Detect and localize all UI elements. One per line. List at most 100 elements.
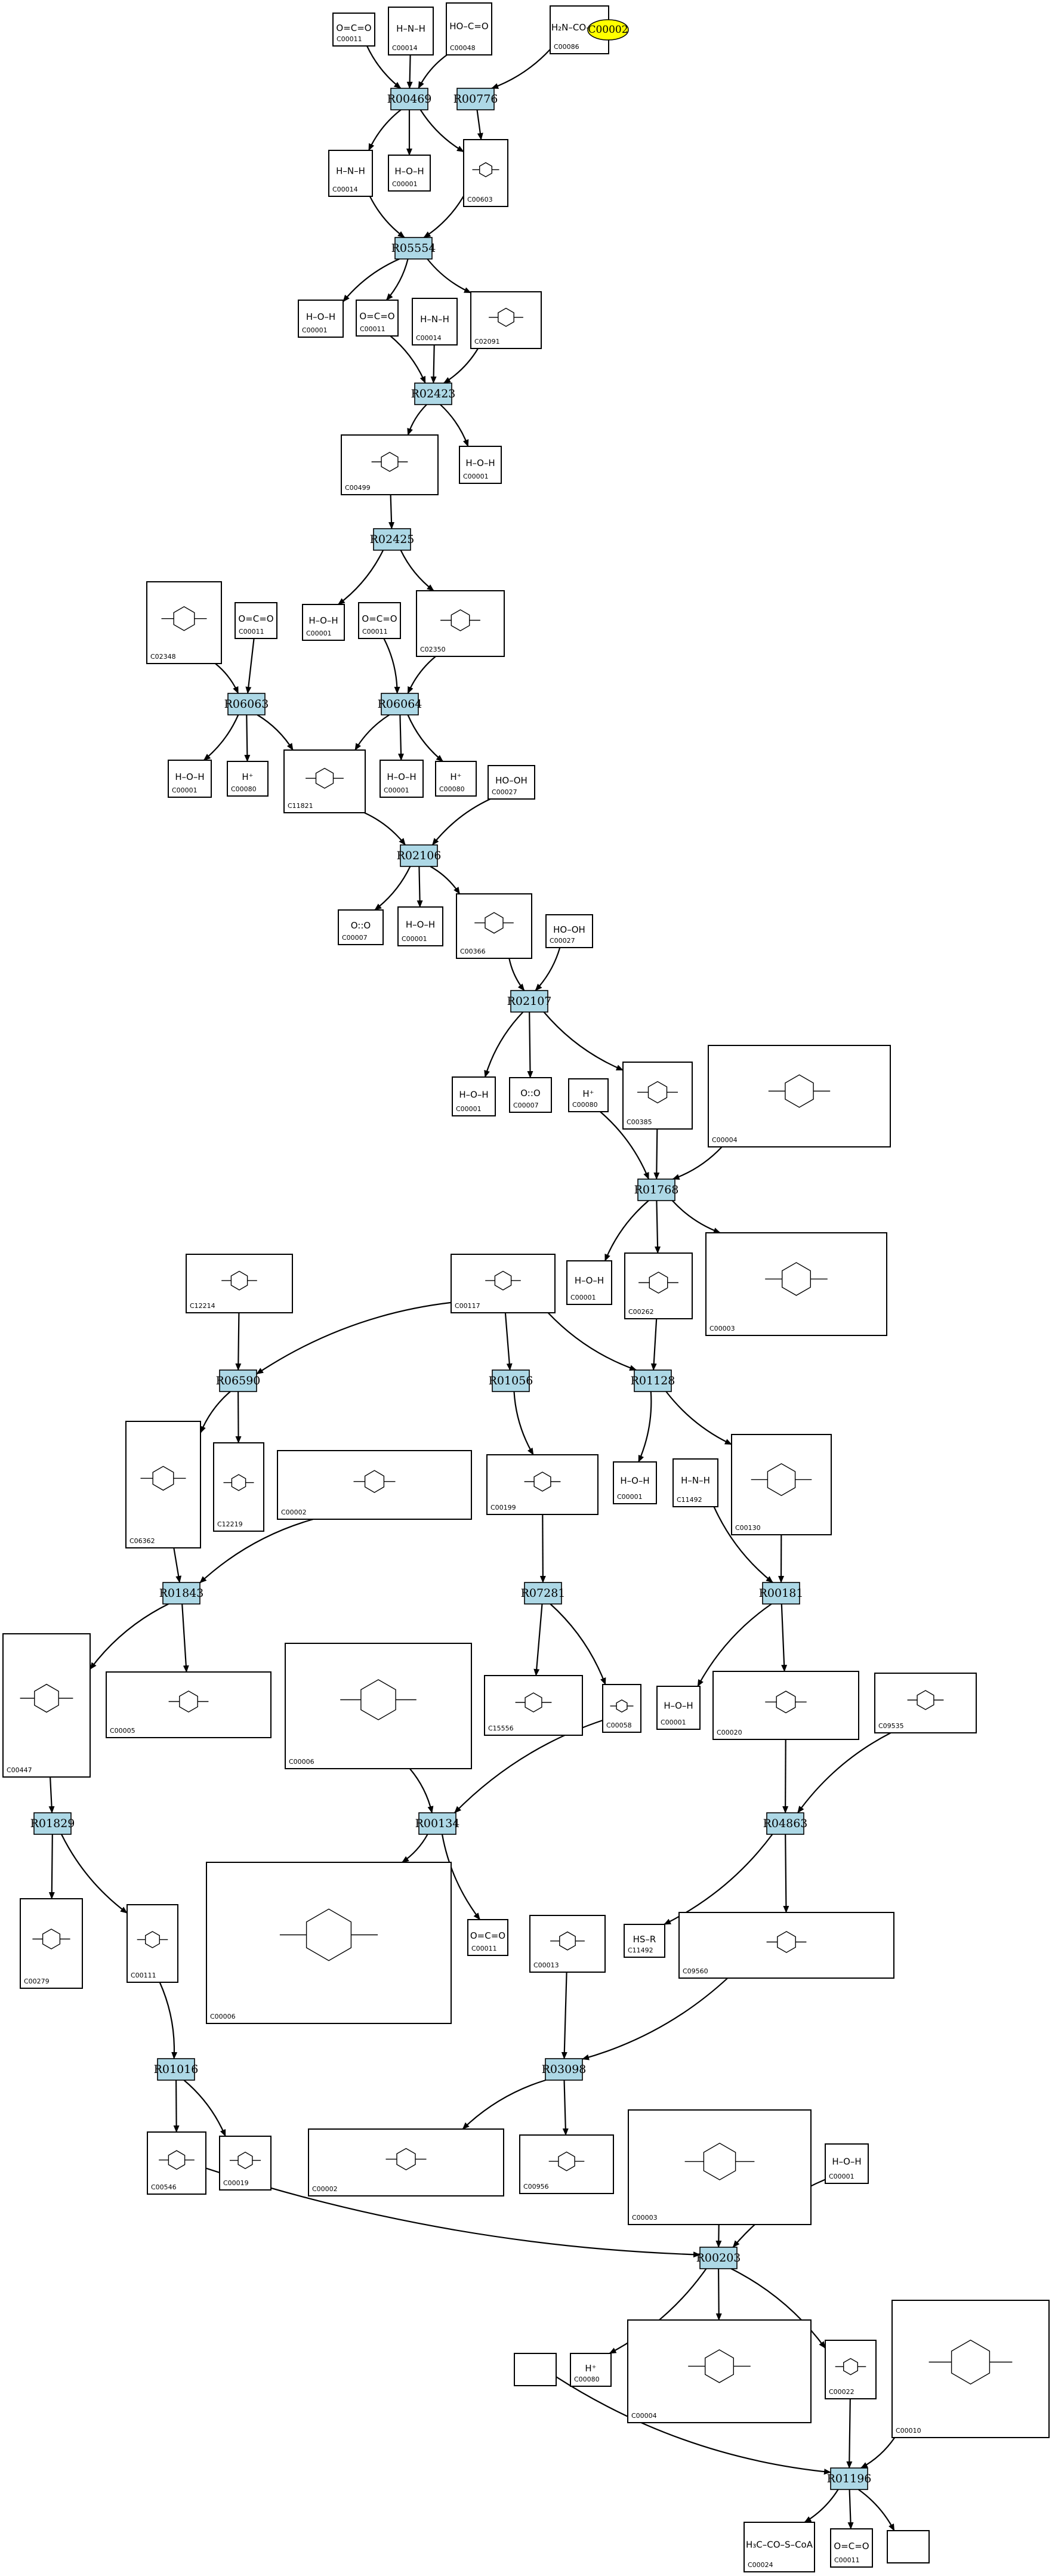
compound-node[interactable]: C00003 (628, 2109, 812, 2225)
reaction-node[interactable]: R01016 (154, 2058, 199, 2081)
reaction-node[interactable]: R00776 (453, 88, 498, 110)
compound-node[interactable]: C00199 (486, 1454, 599, 1515)
compound-node[interactable]: C06362 (125, 1421, 201, 1548)
reaction-node[interactable]: R00134 (415, 1812, 460, 1835)
reaction-node[interactable]: R06063 (224, 693, 269, 715)
compound-node[interactable]: C00117 (451, 1254, 556, 1313)
compound-node[interactable]: C00002 (277, 1450, 472, 1520)
compound-node[interactable]: C15556 (484, 1675, 583, 1736)
highlight-node[interactable]: C00002 (587, 19, 629, 41)
reaction-node[interactable]: R06064 (378, 693, 422, 715)
reaction-node[interactable]: R01196 (827, 2467, 872, 2490)
compound-node[interactable]: C00006 (285, 1643, 472, 1769)
reaction-node[interactable]: R07281 (521, 1582, 566, 1605)
compound-node[interactable]: C00002 (308, 2128, 504, 2196)
compound-node[interactable]: C00366 (456, 893, 532, 959)
compound-node[interactable]: H⁺C00080 (570, 2353, 612, 2387)
reaction-node[interactable]: R06590 (216, 1369, 261, 1392)
reaction-node[interactable]: R02107 (507, 990, 552, 1013)
reaction-node[interactable]: R01829 (30, 1812, 75, 1835)
compound-box (277, 1450, 472, 1520)
compound-node[interactable]: H⁺C00080 (227, 761, 269, 797)
reaction-node[interactable]: R01768 (634, 1179, 679, 1201)
compound-node[interactable] (887, 2530, 930, 2563)
compound-node[interactable]: C00279 (20, 1898, 83, 1989)
compound-node[interactable]: H⁺C00080 (568, 1078, 609, 1112)
reaction-node[interactable]: R02423 (411, 382, 456, 405)
compound-node[interactable]: C00022 (825, 2340, 877, 2399)
compound-node[interactable]: C00499 (341, 434, 439, 495)
reaction-node[interactable]: R02425 (370, 528, 415, 551)
reaction-node[interactable]: R00203 (696, 2247, 741, 2269)
compound-node[interactable]: C00111 (127, 1904, 178, 1983)
compound-node[interactable]: C00447 (2, 1633, 91, 1778)
compound-node[interactable]: C00956 (519, 2134, 614, 2194)
reaction-node[interactable]: R04863 (763, 1812, 808, 1835)
compound-node[interactable]: C00130 (731, 1434, 832, 1535)
reaction-node[interactable]: R01056 (489, 1369, 533, 1392)
compound-box (147, 2131, 206, 2195)
compound-node[interactable]: C00546 (147, 2131, 206, 2195)
compound-node[interactable]: C11821 (283, 749, 366, 813)
compound-node[interactable]: H⁺C00080 (435, 761, 477, 797)
compound-node[interactable]: C00006 (206, 1862, 452, 2024)
compound-node[interactable]: C12219 (213, 1442, 264, 1532)
compound-node[interactable]: C00603 (463, 139, 508, 207)
compound-node[interactable]: C00058 (602, 1684, 641, 1733)
compound-node[interactable]: C09535 (874, 1673, 977, 1733)
compound-node[interactable]: C00003 (705, 1232, 887, 1336)
reaction-node[interactable]: R01128 (631, 1369, 675, 1392)
compound-node[interactable]: C12214 (186, 1254, 293, 1313)
compound-node[interactable]: C00004 (627, 2319, 812, 2423)
compound-node[interactable]: C02091 (470, 291, 542, 349)
compound-node[interactable]: C00005 (106, 1671, 272, 1738)
reaction-node[interactable]: R00469 (387, 88, 432, 110)
compound-node[interactable] (514, 2353, 557, 2386)
compound-node[interactable]: C09560 (678, 1912, 894, 1979)
reaction-node[interactable]: R02106 (397, 844, 442, 867)
compound-node[interactable]: C00010 (891, 2300, 1050, 2438)
reaction-node[interactable]: R05554 (391, 237, 436, 260)
compound-node[interactable]: C02348 (146, 581, 222, 664)
compound-node[interactable]: C00004 (708, 1045, 891, 1147)
compound-node[interactable]: C02350 (416, 590, 505, 657)
compound-node[interactable]: C00262 (624, 1252, 693, 1319)
reaction-node[interactable]: R00181 (759, 1582, 804, 1605)
reaction-node[interactable]: R01843 (159, 1582, 204, 1605)
compound-node[interactable]: C00020 (712, 1671, 859, 1740)
compound-node[interactable]: C00013 (529, 1915, 606, 1973)
compound-node[interactable]: C00385 (622, 1062, 693, 1130)
reaction-label: R01016 (154, 2063, 199, 2076)
reaction-node[interactable]: R03098 (542, 2058, 587, 2081)
compound-node[interactable]: C00019 (219, 2136, 272, 2191)
